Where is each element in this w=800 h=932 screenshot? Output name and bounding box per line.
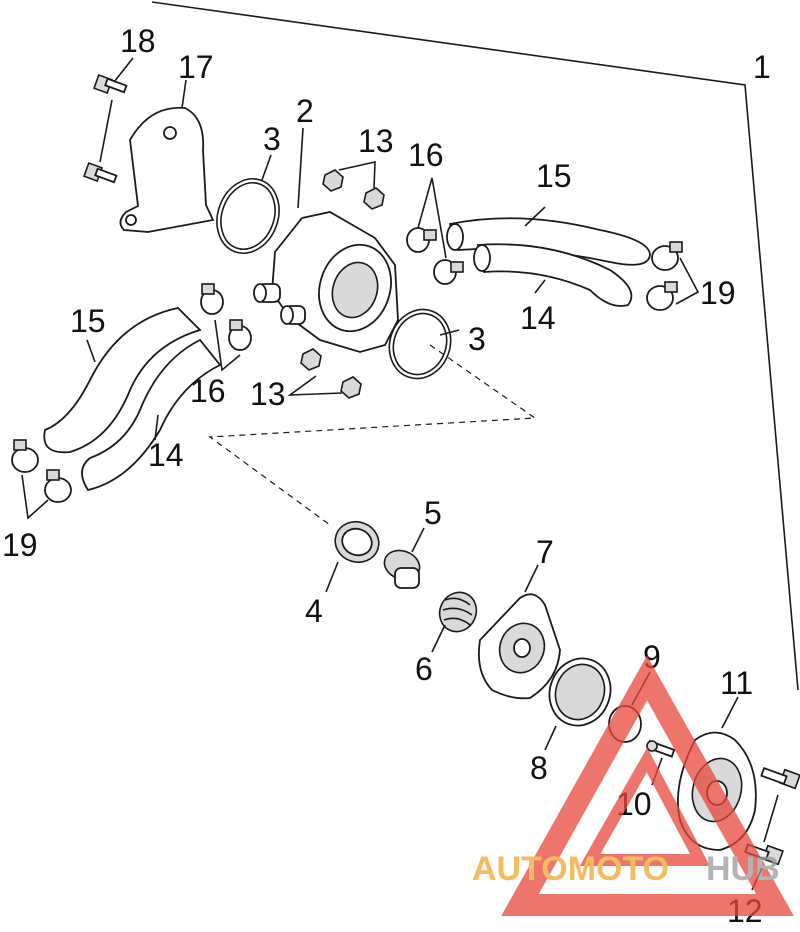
callout-11: 11 xyxy=(720,665,753,701)
callout-6: 6 xyxy=(415,651,433,687)
gasket-8 xyxy=(548,657,612,727)
watermark-text-hub: HUB xyxy=(706,850,780,888)
callout-13-lower: 13 xyxy=(250,376,286,412)
watermark-text-automoto: AUTOMOTO xyxy=(472,850,669,888)
callout-8: 8 xyxy=(530,750,548,786)
hose-15-left xyxy=(43,307,202,454)
callout-7: 7 xyxy=(536,534,554,570)
plate-7 xyxy=(477,593,561,700)
hose-clamp-16-upper-a xyxy=(406,227,437,253)
callout-1: 1 xyxy=(753,49,771,85)
seal-4 xyxy=(334,520,380,564)
center-axis-dashed-line xyxy=(208,344,537,526)
bolt-18-upper xyxy=(93,74,128,94)
hose-clamp-19-upper-a xyxy=(651,241,683,271)
assembly-frame-line xyxy=(151,1,799,691)
callout-19-right: 19 xyxy=(700,275,736,311)
spring-6 xyxy=(438,591,478,633)
callout-14-left: 14 xyxy=(148,437,184,473)
nut-13-d xyxy=(340,376,362,399)
nut-13-c xyxy=(300,348,322,371)
callout-15-right: 15 xyxy=(536,158,572,194)
hose-14-left xyxy=(81,338,222,492)
o-ring-3-upper xyxy=(216,178,280,254)
callout-4: 4 xyxy=(305,593,323,629)
hose-clamp-19-left-a xyxy=(11,439,39,473)
hose-clamp-16-left-b xyxy=(228,319,252,351)
hose-clamp-16-upper-b xyxy=(433,259,464,285)
hose-clamp-16-left-a xyxy=(200,283,224,315)
callout-2: 2 xyxy=(296,93,314,129)
bolt-18-lower xyxy=(83,162,118,184)
callout-5: 5 xyxy=(424,495,442,531)
callout-16-left: 16 xyxy=(190,373,226,409)
bracket-17 xyxy=(119,106,215,233)
callout-13-upper: 13 xyxy=(358,123,394,159)
callout-3-upper: 3 xyxy=(263,121,281,157)
thermostat-housing-2 xyxy=(253,211,399,353)
callout-15-left: 15 xyxy=(70,303,106,339)
screw-10 xyxy=(646,739,676,758)
hose-14-upper xyxy=(476,243,633,307)
callout-16-upper: 16 xyxy=(408,137,444,173)
bolt-12-upper xyxy=(760,766,800,790)
watermark-logo: AUTOMOTO HUB xyxy=(472,655,794,916)
callout-17: 17 xyxy=(178,49,214,85)
callout-14-right: 14 xyxy=(520,300,556,336)
nut-13-a xyxy=(322,169,344,192)
hose-clamp-19-upper-b xyxy=(646,281,678,311)
callout-18: 18 xyxy=(120,23,156,59)
nut-13-b xyxy=(363,187,385,210)
callout-19-left: 19 xyxy=(2,527,38,563)
hose-clamp-19-left-b xyxy=(44,469,72,503)
callout-3-lower: 3 xyxy=(468,321,486,357)
watermark-triangle-icon xyxy=(501,655,794,916)
thermostat-5 xyxy=(383,549,421,589)
